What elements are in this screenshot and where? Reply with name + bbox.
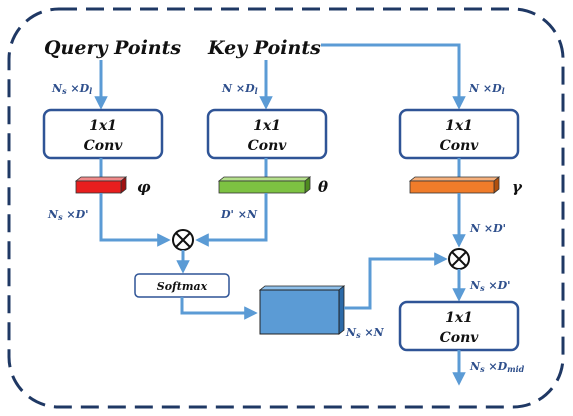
query-points-label: Query Points [44,37,181,59]
arrow-phi-to-multiply [99,193,171,247]
svg-text:1x1: 1x1 [445,310,473,326]
arrow-key-to-value-conv [321,43,466,110]
arrow-softmax-to-attention [180,297,258,320]
output-dim: Ns ×Dmid [469,360,525,374]
theta-feature-bar [217,176,312,194]
query-conv-box: 1x1 Conv [42,108,164,160]
svg-text:Conv: Conv [248,138,288,154]
value-conv-box: 1x1 Conv [398,108,520,160]
gamma-feature-bar [408,176,501,194]
svg-text:Conv: Conv [440,330,480,346]
svg-text:1x1: 1x1 [253,118,281,134]
output-conv-box: 1x1 Conv [398,300,520,352]
key-conv-box: 1x1 Conv [206,108,328,160]
softmax-box: Softmax [134,273,230,298]
svg-text:Conv: Conv [440,138,480,154]
attention-dim: Ns ×N [345,326,385,340]
arrow-theta-to-multiply [195,193,268,247]
key-input-dim: N ×Dl [221,82,258,96]
query-input-dim: Ns ×Dl [51,82,92,96]
phi-feature-bar [74,176,128,194]
svg-text:1x1: 1x1 [89,118,117,134]
theta-symbol: θ [318,178,328,196]
value-input-dim: N ×Dl [468,82,505,96]
outer-dashed-frame [7,7,565,409]
svg-text:Conv: Conv [84,138,124,154]
svg-text:Softmax: Softmax [157,280,208,293]
theta-output-dim: D' ×N [220,208,258,221]
multiply-node-1 [172,229,194,251]
arrow-attention-to-multiply [344,252,448,310]
gamma-symbol: γ [512,178,523,196]
phi-symbol: φ [137,178,151,196]
key-points-label: Key Points [207,37,321,59]
svg-text:1x1: 1x1 [445,118,473,134]
multiply-node-2 [448,248,470,270]
gamma-output-dim: N ×D' [469,222,506,235]
attention-map [258,285,346,335]
phi-output-dim: Ns ×D' [47,208,89,222]
multiply-output-dim: Ns ×D' [469,279,511,293]
